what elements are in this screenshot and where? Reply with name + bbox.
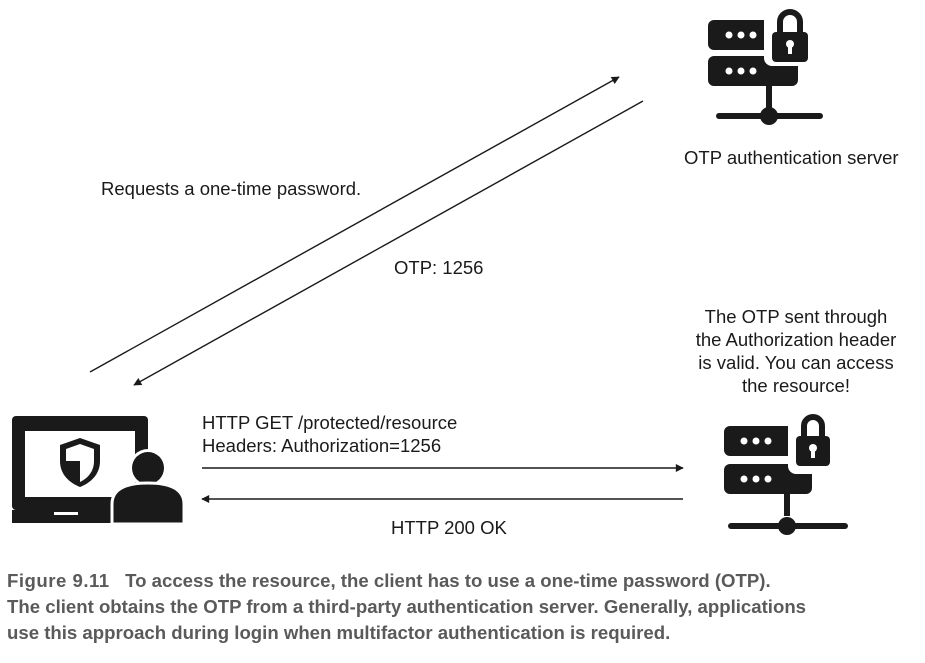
resource-note-line: is valid. You can access xyxy=(698,352,894,373)
otp-reply-label: OTP: 1256 xyxy=(394,257,484,278)
diagram-canvas xyxy=(12,6,848,535)
client-laptop-icon xyxy=(12,416,148,523)
caption-line-1: To access the resource, the client has t… xyxy=(125,570,771,591)
auth-server-label: OTP authentication server xyxy=(684,147,899,168)
http-headers-label: Headers: Authorization=1256 xyxy=(202,435,442,456)
resource-note-line: the resource! xyxy=(742,375,850,396)
resource-server-note: The OTP sent through the Authorization h… xyxy=(664,305,925,397)
http-get-label: HTTP GET /protected/resource xyxy=(202,412,458,433)
figure-caption: Figure 9.11 To access the resource, the … xyxy=(7,568,922,646)
resource-server-icon xyxy=(724,414,848,535)
arrow-request-otp xyxy=(89,76,620,373)
resource-note-line: The OTP sent through xyxy=(704,306,888,327)
arrow-otp-reply xyxy=(133,100,644,386)
http-ok-label: HTTP 200 OK xyxy=(391,517,507,538)
auth-server-icon xyxy=(708,6,823,125)
caption-line-3: use this approach during login when mult… xyxy=(7,622,671,643)
caption-line-2: The client obtains the OTP from a third-… xyxy=(7,596,807,617)
request-otp-label: Requests a one-time password. xyxy=(101,178,362,199)
figure-number: Figure 9.11 xyxy=(7,570,110,591)
user-silhouette-icon xyxy=(110,449,186,526)
resource-note-line: the Authorization header xyxy=(695,329,897,350)
